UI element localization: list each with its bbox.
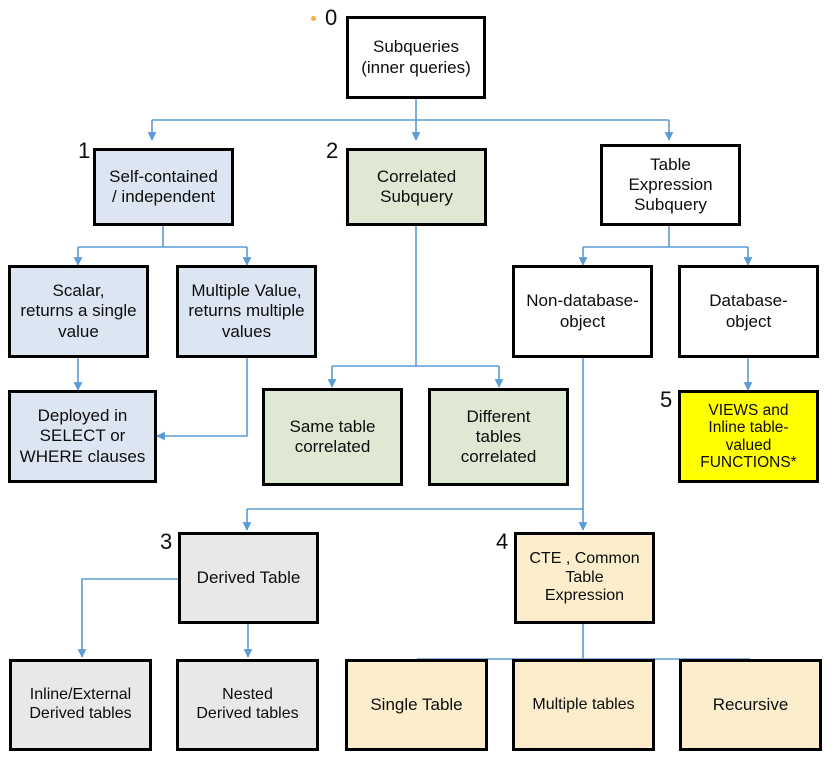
node-recursive[interactable]: Recursive xyxy=(679,659,822,751)
node-database-object[interactable]: Database- object xyxy=(678,265,819,358)
node-non-database-object[interactable]: Non-database- object xyxy=(512,265,653,358)
bullet-dot xyxy=(311,16,316,21)
node-subqueries[interactable]: Subqueries (inner queries) xyxy=(346,16,486,99)
node-cte[interactable]: CTE , Common Table Expression xyxy=(514,532,655,624)
node-inline-external-derived-tables[interactable]: Inline/External Derived tables xyxy=(9,659,152,751)
node-same-table-correlated[interactable]: Same table correlated xyxy=(262,388,403,486)
node-nested-derived-tables[interactable]: Nested Derived tables xyxy=(176,659,319,751)
node-index-1: 1 xyxy=(78,138,91,163)
node-single-table[interactable]: Single Table xyxy=(345,659,488,751)
node-scalar[interactable]: Scalar, returns a single value xyxy=(8,265,149,358)
node-different-tables-correlated[interactable]: Different tables correlated xyxy=(428,388,569,486)
node-multiple-tables[interactable]: Multiple tables xyxy=(512,659,655,751)
node-index-5: 5 xyxy=(660,387,673,412)
node-deployed-in-clauses[interactable]: Deployed in SELECT or WHERE clauses xyxy=(8,390,157,483)
node-correlated-subquery[interactable]: Correlated Subquery xyxy=(346,148,487,226)
node-index-0: 0 xyxy=(325,5,338,30)
node-index-3: 3 xyxy=(160,529,173,554)
node-views-and-functions[interactable]: VIEWS and Inline table- valued FUNCTIONS… xyxy=(678,390,819,483)
node-multiple-value[interactable]: Multiple Value, returns multiple values xyxy=(176,265,317,358)
node-table-expression-subquery[interactable]: Table Expression Subquery xyxy=(600,144,741,226)
node-index-4: 4 xyxy=(496,529,509,554)
node-self-contained[interactable]: Self-contained / independent xyxy=(93,148,234,226)
node-derived-table[interactable]: Derived Table xyxy=(178,532,319,624)
node-index-2: 2 xyxy=(326,138,339,163)
